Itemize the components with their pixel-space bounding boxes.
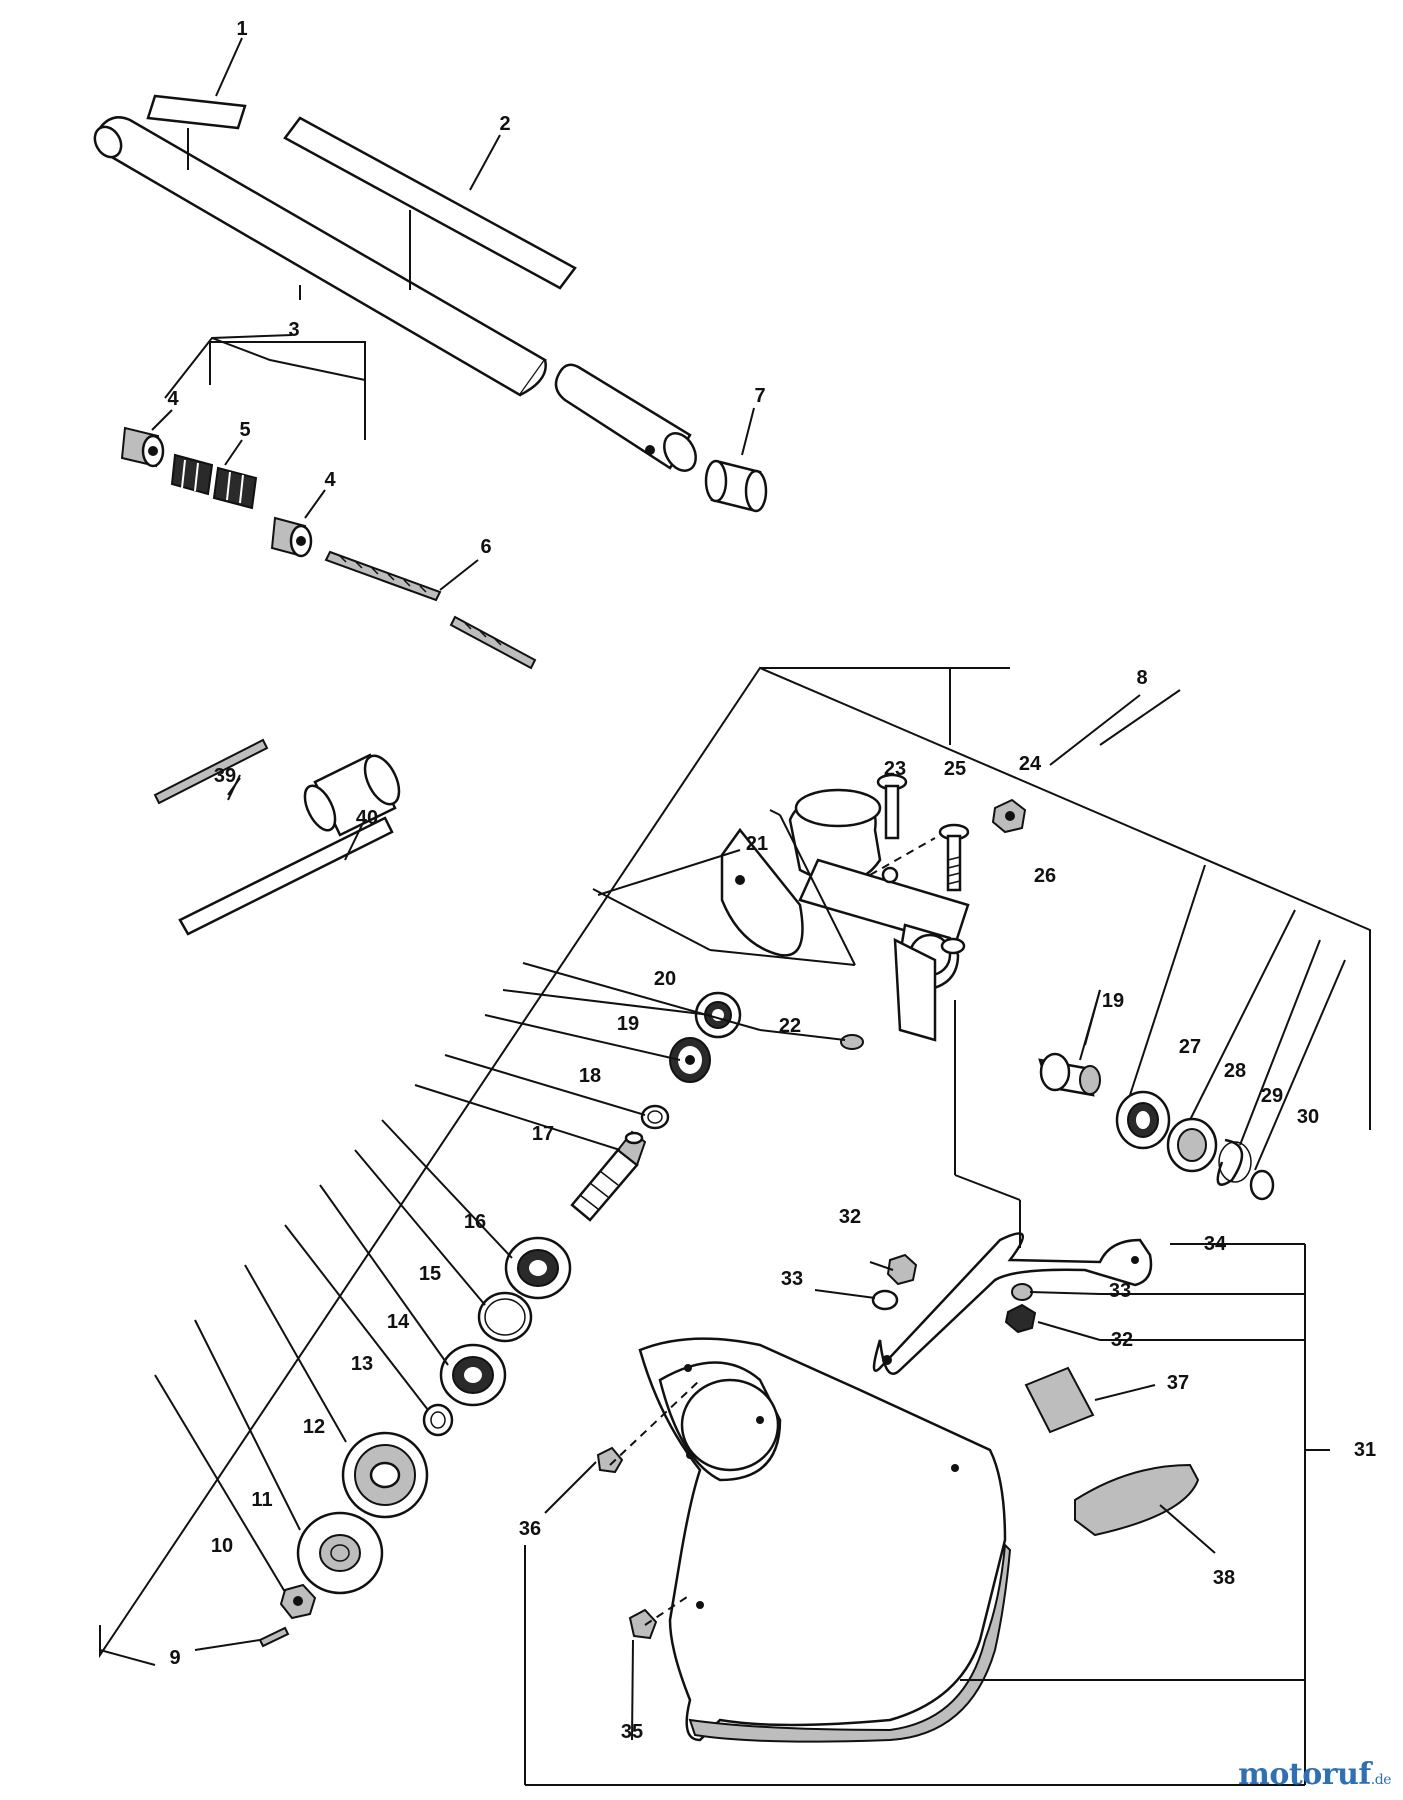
callout-35: 35: [621, 1721, 643, 1743]
pin-9: [258, 1626, 290, 1648]
ring-30: [1249, 1169, 1275, 1201]
tools: [153, 738, 401, 936]
watermark-logo: motoruf.de: [1238, 1757, 1391, 1792]
callout-25: 25: [944, 758, 966, 780]
callout-9: 9: [169, 1647, 180, 1669]
callout-10: 10: [211, 1535, 233, 1557]
callout-38: 38: [1213, 1567, 1235, 1589]
bearing-27: [1115, 1090, 1171, 1150]
callout-16: 16: [464, 1211, 486, 1233]
bolt-36: [596, 1446, 624, 1474]
bolt-35: [628, 1608, 658, 1640]
callout-31: 31: [1354, 1439, 1376, 1461]
callout-8: 8: [1136, 667, 1147, 689]
bolt-25: [938, 823, 970, 892]
cap-7: [704, 459, 768, 513]
bearing-28: [1166, 1117, 1218, 1173]
callout-15: 15: [419, 1263, 441, 1285]
callout-1: 1: [236, 18, 247, 40]
callout-17: 17: [532, 1123, 554, 1145]
callout-26: 26: [1034, 865, 1056, 887]
callout-37: 37: [1167, 1372, 1189, 1394]
callout-39: 39: [214, 765, 236, 787]
callout-23: 23: [884, 758, 906, 780]
callout-21: 21: [746, 833, 768, 855]
decal-37: [1024, 1366, 1095, 1434]
callout-18: 18: [579, 1065, 601, 1087]
collar-13: [422, 1403, 454, 1437]
callout-32-lower: 32: [1111, 1329, 1133, 1351]
callout-14: 14: [387, 1311, 410, 1333]
callout-6: 6: [480, 536, 491, 558]
watermark-suffix: .de: [1370, 1772, 1392, 1788]
washer-22: [840, 1034, 864, 1050]
callout-27: 27: [1179, 1036, 1201, 1058]
drive-shaft-6: [324, 550, 537, 670]
callout-13: 13: [351, 1353, 373, 1375]
decal-1: [146, 94, 247, 130]
holder-12: [341, 1431, 429, 1519]
assembly-bracket: [99, 666, 1371, 1659]
callout-5: 5: [239, 419, 250, 441]
callout-33-left: 33: [781, 1268, 803, 1290]
nut-10: [279, 1583, 317, 1620]
callout-22: 22: [779, 1015, 801, 1037]
callout-19-left: 19: [617, 1013, 639, 1035]
callout-7: 7: [754, 385, 765, 407]
plate-11: [296, 1511, 384, 1595]
wrench-40: [178, 753, 401, 936]
nut-32-lower: [1004, 1303, 1037, 1334]
bolt-23: [876, 773, 908, 840]
pin-39: [153, 738, 269, 805]
gear-19-left: [669, 1037, 711, 1083]
washer-33-left: [871, 1289, 899, 1311]
callout-24: 24: [1019, 753, 1042, 775]
gear-19-right: [1038, 1052, 1101, 1097]
bearing-14: [439, 1343, 507, 1407]
callout-2: 2: [499, 113, 510, 135]
callout-33-right: 33: [1109, 1280, 1131, 1302]
washer-33-right: [1011, 1283, 1033, 1301]
callout-40: 40: [356, 807, 378, 829]
callout-12: 12: [303, 1416, 325, 1438]
callout-4-lower: 4: [324, 469, 336, 491]
decal-38: [1074, 1463, 1200, 1537]
callout-19-right: 19: [1102, 990, 1124, 1012]
bearing-20: [694, 991, 742, 1039]
callout-36: 36: [519, 1518, 541, 1540]
callout-34: 34: [1204, 1233, 1227, 1255]
callout-11: 11: [251, 1489, 272, 1511]
callout-28: 28: [1224, 1060, 1246, 1082]
callout-3: 3: [288, 319, 299, 341]
callout-30: 30: [1297, 1106, 1319, 1128]
guard-bracket-34: [872, 1232, 1153, 1375]
guard-leaders: [524, 864, 1346, 1786]
guard-shield: [638, 1337, 1012, 1743]
nut-24: [991, 798, 1027, 834]
callout-20: 20: [654, 968, 676, 990]
callout-32-upper: 32: [839, 1206, 861, 1228]
o-ring-15: [477, 1291, 533, 1343]
washer-18: [640, 1104, 670, 1130]
callout-29: 29: [1261, 1085, 1283, 1107]
gear-housing-21: [720, 788, 970, 1042]
bearing-16: [504, 1236, 572, 1300]
bushing-upper: [120, 426, 165, 468]
decal-2: [283, 116, 577, 290]
shaft-assembly: [93, 94, 768, 670]
watermark-name: motoruf: [1238, 1757, 1371, 1792]
shaft-leaders: [151, 37, 755, 591]
bushing-lower: [270, 516, 313, 558]
callouts: 1 2 3 4 5 4 6 7 8 9 10 11 12 13 14 15 16…: [167, 18, 1376, 1743]
ring-29: [1216, 1138, 1252, 1186]
washer-26: [940, 937, 966, 955]
stack-leaders: [99, 809, 856, 1666]
callout-4-upper: 4: [167, 388, 179, 410]
spindle-17: [570, 1130, 647, 1222]
liner-5: [170, 453, 258, 510]
nut-32-upper: [886, 1253, 918, 1286]
